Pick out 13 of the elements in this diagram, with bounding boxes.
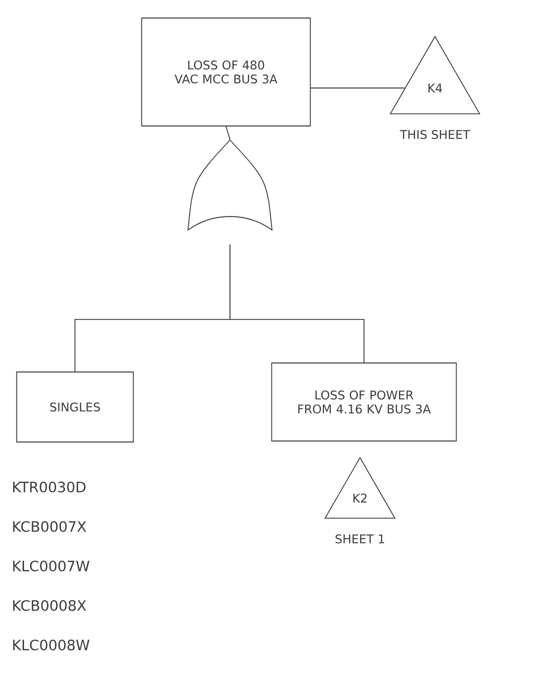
or-gate <box>188 140 272 230</box>
event-box: SINGLES <box>16 372 134 442</box>
basic-event-code: KCB0008X <box>13 600 86 611</box>
basic-event-code: KTR0030D <box>13 482 86 492</box>
sheet-note: THIS SHEET <box>400 130 470 140</box>
connector-line <box>230 244 364 363</box>
basic-event-code: KCB0007X <box>13 521 86 532</box>
basic-event-code: KLC0007W <box>13 560 90 572</box>
connector-line <box>226 126 230 140</box>
event-box: LOSS OF POWER FROM 4.16 KV BUS 3A <box>271 362 457 442</box>
event-box: LOSS OF 480 VAC MCC BUS 3A <box>141 18 311 126</box>
basic-event-code: KLC0008W <box>13 640 90 650</box>
sheet-note: SHEET 1 <box>336 534 384 544</box>
